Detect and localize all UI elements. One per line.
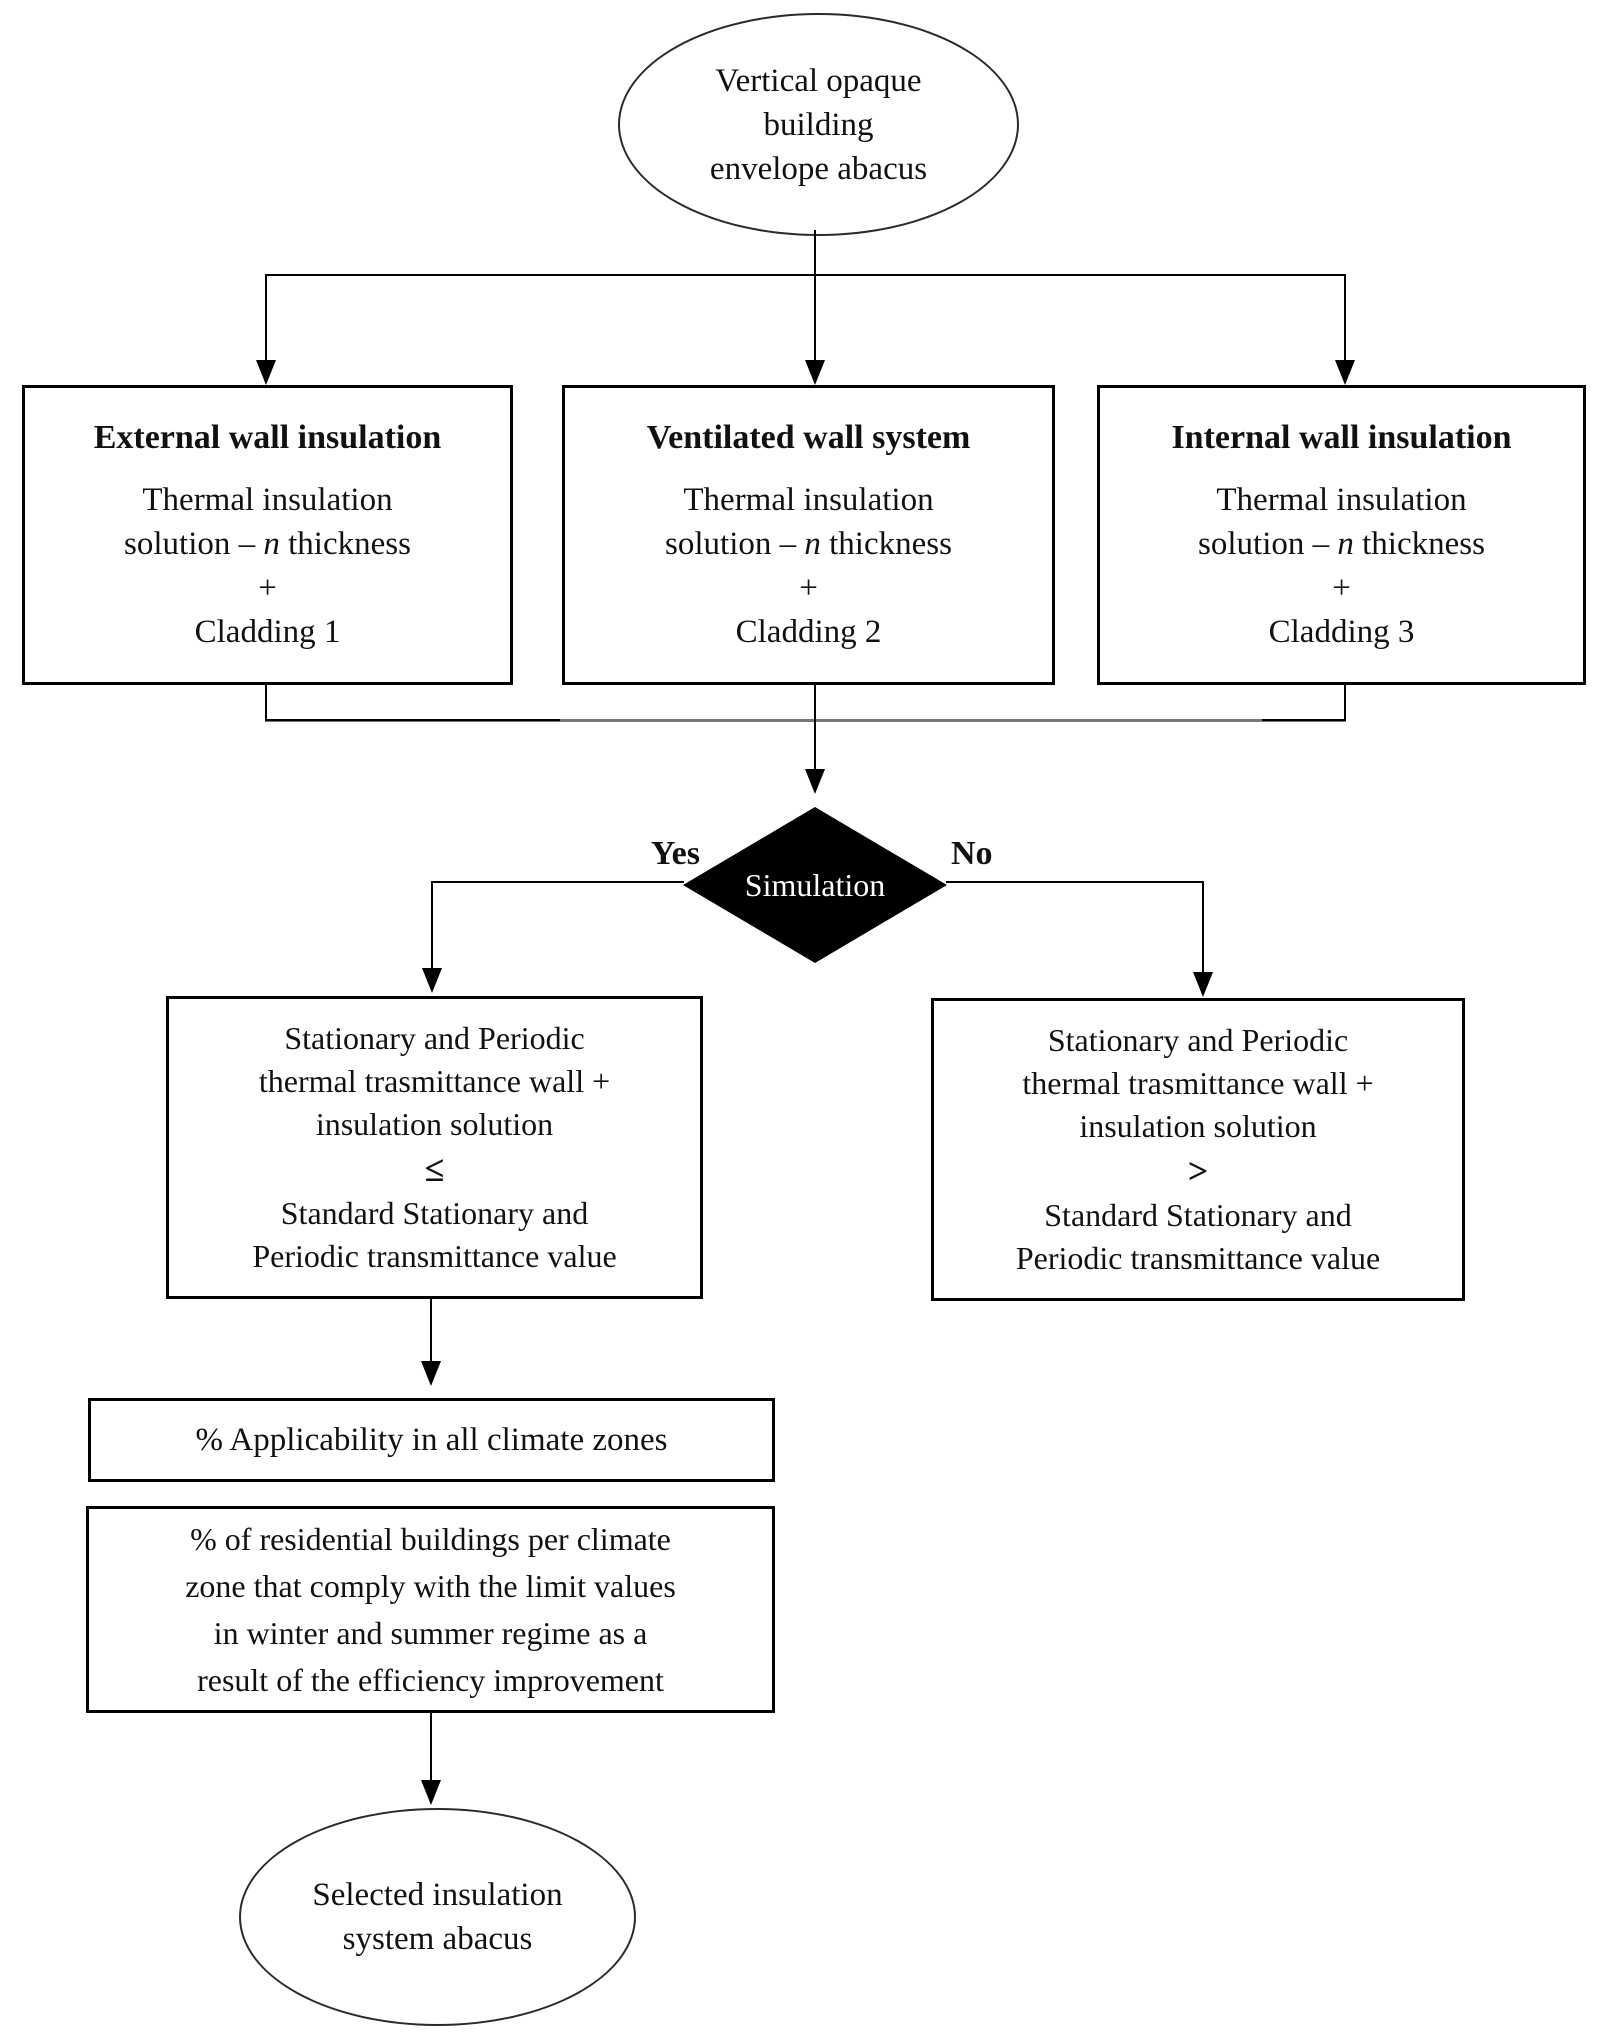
connector-line bbox=[1202, 881, 1204, 974]
option-box-body-line: Thermal insulation bbox=[683, 482, 934, 518]
outcome-line: Stationary and Periodic bbox=[1047, 1022, 1349, 1058]
connector-line bbox=[430, 1299, 432, 1363]
option-box-external-wall: External wall insulation Thermal insulat… bbox=[22, 385, 513, 685]
outcome-line: Standard Stationary and bbox=[1044, 1197, 1352, 1233]
plus-sign: + bbox=[1332, 570, 1351, 606]
applicability-box: % Applicability in all climate zones bbox=[88, 1398, 775, 1482]
arrowhead-down-icon bbox=[1335, 360, 1355, 385]
start-node-line: Vertical opaque bbox=[715, 62, 922, 99]
outcome-box-fail: Stationary and Periodic thermal trasmitt… bbox=[931, 998, 1465, 1301]
option-box-internal-wall: Internal wall insulation Thermal insulat… bbox=[1097, 385, 1586, 685]
connector-line bbox=[946, 881, 1204, 883]
residential-line: zone that comply with the limit values bbox=[185, 1567, 676, 1604]
connector-line bbox=[265, 719, 560, 721]
connector-line bbox=[814, 275, 816, 362]
plus-sign: + bbox=[799, 570, 818, 606]
option-box-title: Ventilated wall system bbox=[646, 419, 971, 456]
option-box-body-line: Thermal insulation bbox=[142, 482, 393, 518]
end-node-line: system abacus bbox=[342, 1921, 533, 1957]
decision-diamond: Simulation bbox=[683, 807, 947, 963]
end-node-ellipse: Selected insulation system abacus bbox=[239, 1808, 636, 2026]
cladding-label: Cladding 2 bbox=[735, 614, 882, 650]
connector-line bbox=[1344, 682, 1346, 722]
option-box-body-line: solution – n thickness bbox=[665, 526, 952, 562]
connector-line bbox=[265, 719, 1346, 722]
no-label: No bbox=[951, 835, 993, 872]
connector-line bbox=[265, 682, 267, 722]
residential-line: in winter and summer regime as a bbox=[213, 1614, 648, 1651]
cladding-label: Cladding 1 bbox=[194, 614, 341, 650]
option-box-title: External wall insulation bbox=[93, 419, 442, 456]
option-box-body-line: Thermal insulation bbox=[1216, 482, 1467, 518]
connector-line bbox=[814, 230, 816, 277]
outcome-line: insulation solution bbox=[315, 1106, 554, 1142]
arrowhead-down-icon bbox=[1193, 972, 1213, 997]
option-box-title: Internal wall insulation bbox=[1171, 419, 1512, 456]
residential-line: result of the efficiency improvement bbox=[197, 1661, 664, 1698]
outcome-box-pass: Stationary and Periodic thermal trasmitt… bbox=[166, 996, 703, 1299]
decision-label: Simulation bbox=[744, 866, 886, 903]
start-node-line: envelope abacus bbox=[709, 150, 928, 187]
comparison-operator: > bbox=[1187, 1151, 1209, 1191]
thickness-variable: n bbox=[1337, 526, 1354, 562]
cladding-label: Cladding 3 bbox=[1268, 614, 1415, 650]
option-box-ventilated-wall: Ventilated wall system Thermal insulatio… bbox=[562, 385, 1055, 685]
start-node-line: building bbox=[763, 106, 874, 143]
arrowhead-down-icon bbox=[805, 360, 825, 385]
plus-sign: + bbox=[258, 570, 277, 606]
outcome-line: thermal trasmittance wall + bbox=[1022, 1065, 1374, 1101]
outcome-line: Periodic transmittance value bbox=[252, 1238, 617, 1274]
option-box-body-line: solution – n thickness bbox=[1198, 526, 1485, 562]
connector-line bbox=[430, 1710, 432, 1781]
outcome-line: Stationary and Periodic bbox=[284, 1020, 585, 1056]
connector-line bbox=[1262, 719, 1346, 721]
start-node-ellipse: Vertical opaque building envelope abacus bbox=[618, 13, 1019, 236]
connector-line bbox=[1344, 275, 1346, 362]
yes-label: Yes bbox=[650, 835, 700, 872]
residential-line: % of residential buildings per climate bbox=[190, 1520, 671, 1557]
arrowhead-down-icon bbox=[422, 968, 442, 993]
end-node-line: Selected insulation bbox=[312, 1877, 563, 1913]
arrowhead-down-icon bbox=[805, 769, 825, 794]
outcome-line: Standard Stationary and bbox=[280, 1195, 589, 1231]
arrowhead-down-icon bbox=[421, 1361, 441, 1386]
comparison-operator: ≤ bbox=[424, 1149, 445, 1189]
arrowhead-down-icon bbox=[421, 1780, 441, 1805]
connector-line bbox=[265, 275, 267, 362]
outcome-line: thermal trasmittance wall + bbox=[258, 1063, 611, 1099]
arrowhead-down-icon bbox=[256, 360, 276, 385]
residential-box: % of residential buildings per climate z… bbox=[86, 1506, 775, 1713]
option-box-body-line: solution – n thickness bbox=[124, 526, 411, 562]
applicability-text: % Applicability in all climate zones bbox=[195, 1422, 668, 1458]
connector-line bbox=[814, 682, 816, 770]
connector-line bbox=[431, 881, 684, 883]
outcome-line: Periodic transmittance value bbox=[1015, 1240, 1381, 1276]
connector-line bbox=[431, 881, 433, 970]
thickness-variable: n bbox=[804, 526, 821, 562]
outcome-line: insulation solution bbox=[1079, 1108, 1317, 1144]
connector-line bbox=[265, 274, 1346, 276]
thickness-variable: n bbox=[263, 526, 280, 562]
